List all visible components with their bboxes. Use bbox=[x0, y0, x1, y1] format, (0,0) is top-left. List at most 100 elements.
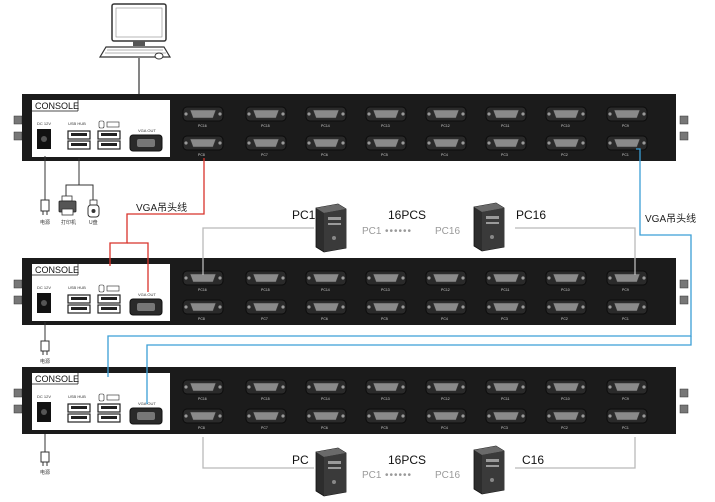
vga-pc-port: PC7 bbox=[245, 299, 287, 321]
vga-pc-port: PC1 bbox=[606, 408, 648, 430]
vga-pc-port: PC10 bbox=[545, 379, 587, 401]
port-label: PC4 bbox=[441, 153, 448, 157]
port-label: PC8 bbox=[198, 426, 205, 430]
vga-pc-port: PC7 bbox=[245, 408, 287, 430]
pc-group-bottom: PC 16PCS C16 PC1 •••••• PC16 bbox=[292, 445, 544, 497]
power-plug-icon bbox=[40, 451, 50, 466]
range-last-label: PC16 bbox=[435, 226, 460, 237]
peripherals: 电源 打印机 U盘 电源 bbox=[40, 156, 100, 476]
port-label: PC8 bbox=[198, 317, 205, 321]
vga-pc-port: PC9 bbox=[606, 379, 648, 401]
port-label: PC13 bbox=[381, 288, 390, 292]
mouse-icon bbox=[98, 284, 105, 293]
left-cable-label: VGA吊头线 bbox=[136, 201, 187, 214]
port-label: PC2 bbox=[561, 426, 568, 430]
vga-pc-port: PC4 bbox=[425, 299, 467, 321]
vga-pc-port: PC11 bbox=[485, 270, 527, 292]
group-lines bbox=[202, 227, 636, 469]
group-count-label: 16PCS bbox=[388, 208, 426, 222]
port-label: PC10 bbox=[561, 288, 570, 292]
vga-pc-port: PC7 bbox=[245, 135, 287, 157]
port-label: PC8 bbox=[198, 153, 205, 157]
vga-pc-port: PC15 bbox=[245, 270, 287, 292]
vga-pc-port: PC6 bbox=[305, 135, 347, 157]
port-label: PC1 bbox=[622, 317, 629, 321]
port-label: PC12 bbox=[441, 124, 450, 128]
port-label: PC6 bbox=[321, 317, 328, 321]
printer-icon bbox=[58, 195, 77, 216]
rack-ear bbox=[13, 115, 23, 125]
vga-pc-port: PC10 bbox=[545, 270, 587, 292]
vga-pc-port: PC12 bbox=[425, 270, 467, 292]
vga-pc-port: PC6 bbox=[305, 299, 347, 321]
port-label: PC5 bbox=[381, 426, 388, 430]
pc-tower-icon bbox=[473, 445, 505, 495]
power-label: 电源 bbox=[40, 358, 50, 365]
rack-ear bbox=[679, 279, 689, 289]
port-label: PC10 bbox=[561, 397, 570, 401]
blue-vga-cable bbox=[107, 148, 692, 404]
keyboard-icon bbox=[106, 121, 120, 128]
pc-group-top: PC1 16PCS PC16 PC1 •••••• PC16 bbox=[292, 202, 546, 253]
range-dots: •••••• bbox=[385, 470, 412, 481]
mouse-icon bbox=[98, 120, 105, 129]
vga-pc-port: PC14 bbox=[305, 379, 347, 401]
rack-ear bbox=[13, 131, 23, 141]
port-label: PC14 bbox=[321, 288, 330, 292]
group-last-pc-label: C16 bbox=[522, 453, 544, 467]
port-label: PC13 bbox=[381, 124, 390, 128]
vga-pc-port: PC8 bbox=[182, 408, 224, 430]
vga-pc-port: PC16 bbox=[182, 379, 224, 401]
vga-out-label: VGA OUT bbox=[138, 292, 156, 297]
vga-pc-port: PC13 bbox=[365, 106, 407, 128]
vga-pc-port: PC1 bbox=[606, 299, 648, 321]
range-last-label: PC16 bbox=[435, 470, 460, 481]
dc-label: DC 12V bbox=[37, 285, 51, 290]
rack-ear bbox=[13, 279, 23, 289]
port-label: PC15 bbox=[261, 288, 270, 292]
red-vga-cable bbox=[109, 158, 205, 292]
vga-pc-port: PC10 bbox=[545, 106, 587, 128]
console-label: CONSOLE bbox=[35, 265, 79, 275]
rack-ear bbox=[13, 404, 23, 414]
keyboard-icon bbox=[106, 394, 120, 401]
vga-pc-port: PC2 bbox=[545, 299, 587, 321]
vga-pc-port: PC5 bbox=[365, 408, 407, 430]
port-label: PC2 bbox=[561, 153, 568, 157]
port-label: PC9 bbox=[622, 288, 629, 292]
port-label: PC15 bbox=[261, 124, 270, 128]
port-label: PC5 bbox=[381, 153, 388, 157]
port-label: PC11 bbox=[501, 288, 510, 292]
port-label: PC1 bbox=[622, 153, 629, 157]
port-label: PC7 bbox=[261, 153, 268, 157]
port-label: PC12 bbox=[441, 288, 450, 292]
rack-ear bbox=[679, 295, 689, 305]
port-label: PC16 bbox=[198, 288, 207, 292]
port-label: PC6 bbox=[321, 153, 328, 157]
port-label: PC15 bbox=[261, 397, 270, 401]
vga-pc-port: PC2 bbox=[545, 135, 587, 157]
group-first-pc-label: PC1 bbox=[292, 208, 316, 222]
vga-pc-port: PC16 bbox=[182, 106, 224, 128]
pc-tower-icon bbox=[315, 447, 347, 497]
console-label: CONSOLE bbox=[35, 374, 79, 384]
port-label: PC4 bbox=[441, 426, 448, 430]
vga-pc-port: PC15 bbox=[245, 106, 287, 128]
keyboard-icon bbox=[106, 285, 120, 292]
vga-pc-port: PC16 bbox=[182, 270, 224, 292]
group-first-pc-label: PC bbox=[292, 453, 309, 467]
vga-pc-port: PC4 bbox=[425, 135, 467, 157]
vga-pc-port: PC13 bbox=[365, 379, 407, 401]
right-cable-label: VGA吊头线 bbox=[645, 212, 696, 225]
port-label: PC5 bbox=[381, 317, 388, 321]
port-label: PC3 bbox=[501, 153, 508, 157]
power-label: 电源 bbox=[40, 219, 50, 226]
mouse-icon bbox=[98, 393, 105, 402]
power-plug-icon bbox=[40, 340, 50, 355]
vga-pc-port: PC8 bbox=[182, 299, 224, 321]
port-label: PC11 bbox=[501, 397, 510, 401]
